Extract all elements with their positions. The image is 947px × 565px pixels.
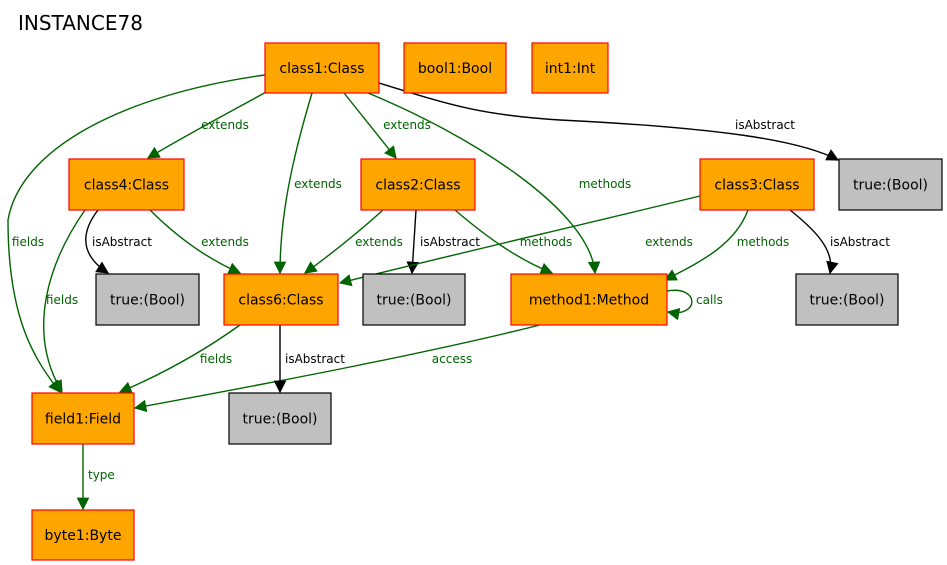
node-class4: class4:Class [68, 158, 185, 211]
node-box-true_c1 [838, 158, 943, 211]
edge-label-c2-m1: methods [520, 235, 573, 249]
node-class1: class1:Class [264, 42, 380, 94]
edges-layer: extends extends extends methods fields isAbst… [7, 74, 890, 511]
edge-c3-t [789, 209, 839, 275]
edge-label-c1-t: isAbstract [735, 118, 795, 132]
node-box-int1 [531, 42, 609, 94]
node-box-true_c4 [95, 273, 200, 326]
edge-label-c4-t: isAbstract [92, 235, 152, 249]
edge-m1-f1 [133, 324, 541, 413]
node-box-true_c3 [795, 273, 899, 326]
node-label-class1: class1:Class [279, 61, 364, 77]
node-box-bool1 [403, 42, 507, 94]
edge-label-c1-c2: extends [383, 118, 431, 132]
node-label-true_c4: true:(Bool) [110, 293, 185, 309]
edge-label-c4-f1: fields [46, 293, 78, 307]
node-box-field1 [31, 392, 135, 445]
node-label-bool1: bool1:Bool [418, 61, 492, 77]
node-field1: field1:Field [31, 392, 135, 445]
edge-c3-m1 [663, 209, 749, 281]
node-box-byte1 [31, 509, 135, 561]
edge-c1-c2 [343, 92, 397, 159]
edge-c2-t [406, 209, 420, 275]
node-true_c4: true:(Bool) [95, 273, 200, 326]
node-label-true_c3: true:(Bool) [810, 293, 885, 309]
node-box-class4 [68, 158, 185, 211]
edge-label-c6-f1: fields [200, 352, 232, 366]
node-label-true_c1: true:(Bool) [853, 178, 928, 194]
node-true_c1: true:(Bool) [838, 158, 943, 211]
node-box-method1 [510, 273, 668, 326]
edge-c1-m1 [367, 92, 601, 275]
node-label-field1: field1:Field [45, 412, 121, 428]
edge-label-c1-c4: extends [201, 118, 249, 132]
edge-c1-c6 [273, 92, 313, 275]
node-box-true_c2 [362, 273, 466, 326]
edge-label-m1-f1: access [432, 352, 472, 366]
edge-label-c1-f1: fields [12, 235, 44, 249]
node-class3: class3:Class [699, 158, 815, 211]
node-box-class2 [360, 158, 476, 211]
node-true_c2: true:(Bool) [362, 273, 466, 326]
edge-c4-f1 [43, 209, 86, 394]
node-true_c6: true:(Bool) [228, 392, 332, 445]
node-bool1: bool1:Bool [403, 42, 507, 94]
edge-c4-c6 [149, 209, 242, 275]
node-label-class6: class6:Class [238, 293, 323, 309]
node-label-int1: int1:Int [545, 61, 596, 77]
edge-c4-t [85, 209, 110, 274]
node-true_c3: true:(Bool) [795, 273, 899, 326]
node-label-true_c6: true:(Bool) [243, 412, 318, 428]
node-box-class6 [223, 273, 339, 326]
nodes-layer: class1:Class bool1:Bool int1:Int class4:Cla… [31, 42, 943, 561]
edge-c1-t [378, 82, 840, 161]
edge-c1-f1 [7, 74, 266, 393]
node-class2: class2:Class [360, 158, 476, 211]
edge-label-c1-m1: methods [579, 177, 632, 191]
node-box-class1 [264, 42, 380, 94]
edge-label-c3-c6: extends [645, 235, 693, 249]
node-label-byte1: byte1:Byte [45, 528, 122, 544]
diagram-title: INSTANCE78 [18, 11, 143, 35]
node-label-true_c2: true:(Bool) [377, 293, 452, 309]
node-box-class3 [699, 158, 815, 211]
node-box-true_c6 [228, 392, 332, 445]
edge-label-c4-c6: extends [201, 235, 249, 249]
node-byte1: byte1:Byte [31, 509, 135, 561]
edge-c6-f1 [118, 324, 241, 394]
edge-label-c2-c6: extends [355, 235, 403, 249]
node-class6: class6:Class [223, 273, 339, 326]
edge-label-c2-t: isAbstract [420, 235, 480, 249]
edge-label-m1-m1: calls [696, 293, 723, 307]
node-int1: int1:Int [531, 42, 609, 94]
node-label-method1: method1:Method [529, 293, 649, 309]
edge-c2-m1 [454, 209, 554, 275]
node-method1: method1:Method [510, 273, 668, 326]
node-label-class4: class4:Class [84, 178, 169, 194]
edge-c2-c6 [303, 209, 384, 274]
edge-label-f1-b1: type [88, 468, 115, 482]
node-label-class3: class3:Class [714, 178, 799, 194]
edge-m1-m1 [666, 289, 693, 321]
node-label-class2: class2:Class [375, 178, 460, 194]
edge-label-c3-m1: methods [737, 235, 790, 249]
edge-c1-c4 [146, 90, 269, 159]
edge-label-c6-t: isAbstract [285, 352, 345, 366]
edge-label-c3-t: isAbstract [830, 235, 890, 249]
edge-label-c1-c6: extends [294, 177, 342, 191]
